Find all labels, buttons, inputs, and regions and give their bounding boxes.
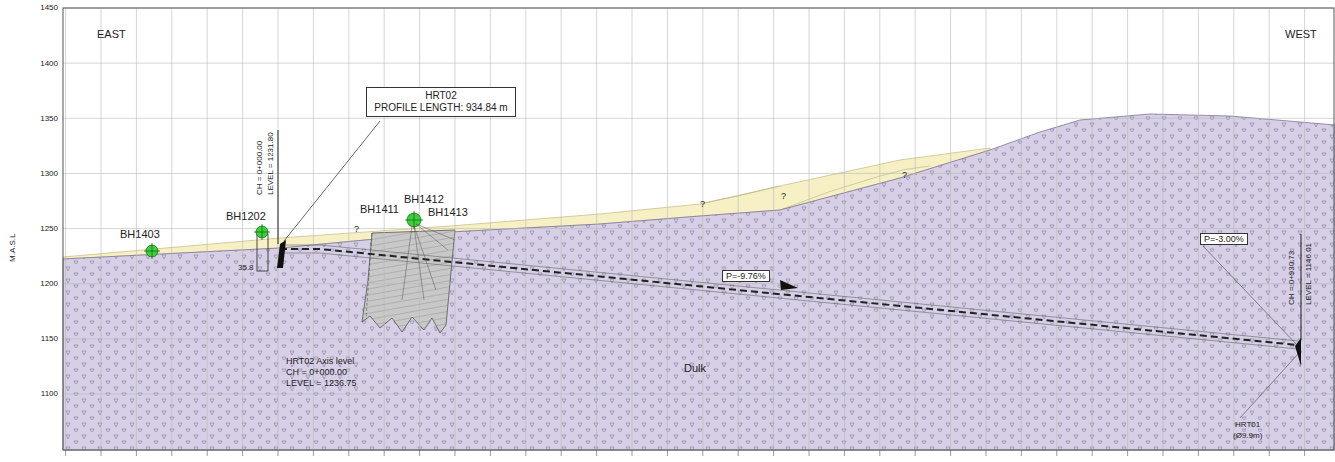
- tunnel-axis: [280, 249, 1298, 345]
- elevation-tick: 1350: [40, 114, 58, 123]
- elevation-tick: 1250: [40, 224, 58, 233]
- borehole-label: BH1413: [428, 206, 468, 219]
- gradient-label: P=-9.76%: [722, 270, 770, 282]
- axis-note: HRT02 Axis level: [286, 356, 354, 366]
- portal: [277, 240, 286, 268]
- uncertain-mark: ?: [700, 199, 705, 209]
- callout-text: HRT02: [373, 90, 509, 102]
- elevation-tick: 1200: [40, 279, 58, 288]
- borehole-label: BH1403: [120, 228, 160, 241]
- borehole-label: BH1412: [404, 193, 444, 206]
- callout-text: PROFILE LENGTH: 934.84 m: [373, 102, 509, 114]
- level-label: LEVEL = 1146.01: [1304, 243, 1313, 305]
- borehole-label: BH1411: [360, 203, 399, 216]
- borehole-symbol: [144, 211, 423, 259]
- tunnel-label: HRT01: [1235, 420, 1260, 429]
- level-label: LEVEL = 1231.80: [266, 132, 275, 195]
- gradient-label: P=-3.00%: [1200, 233, 1248, 245]
- fault-zone: [362, 230, 455, 333]
- direction-label: EAST: [97, 28, 126, 41]
- uncertain-mark: ?: [902, 170, 907, 180]
- callout-box: HRT02PROFILE LENGTH: 934.84 m: [366, 87, 516, 117]
- rock-unit: Dulk: [684, 362, 706, 375]
- axis-note: CH = 0+000.00: [286, 367, 347, 377]
- uncertain-mark: ?: [354, 224, 359, 234]
- depth-label: 35.8: [238, 263, 254, 272]
- axis-title: M.A.S.L: [8, 234, 17, 262]
- elevation-tick: 1300: [40, 169, 58, 178]
- chainage-label: CH = 0+000.00: [255, 141, 264, 195]
- bedrock: [63, 114, 1335, 450]
- axis-note: LEVEL = 1236.75: [286, 378, 356, 388]
- borehole-label: BH1202: [226, 210, 266, 223]
- chainage-label: CH = 0+930.73: [1287, 251, 1296, 305]
- elevation-tick: 1400: [40, 59, 58, 68]
- diameter-label: (Ø9.9m): [1233, 431, 1262, 440]
- elevation-tick: 1450: [40, 3, 58, 12]
- elevation-tick: 1100: [41, 389, 58, 398]
- elevation-tick: 1150: [41, 334, 58, 343]
- uncertain-mark: ?: [781, 191, 786, 201]
- direction-label: WEST: [1285, 28, 1317, 41]
